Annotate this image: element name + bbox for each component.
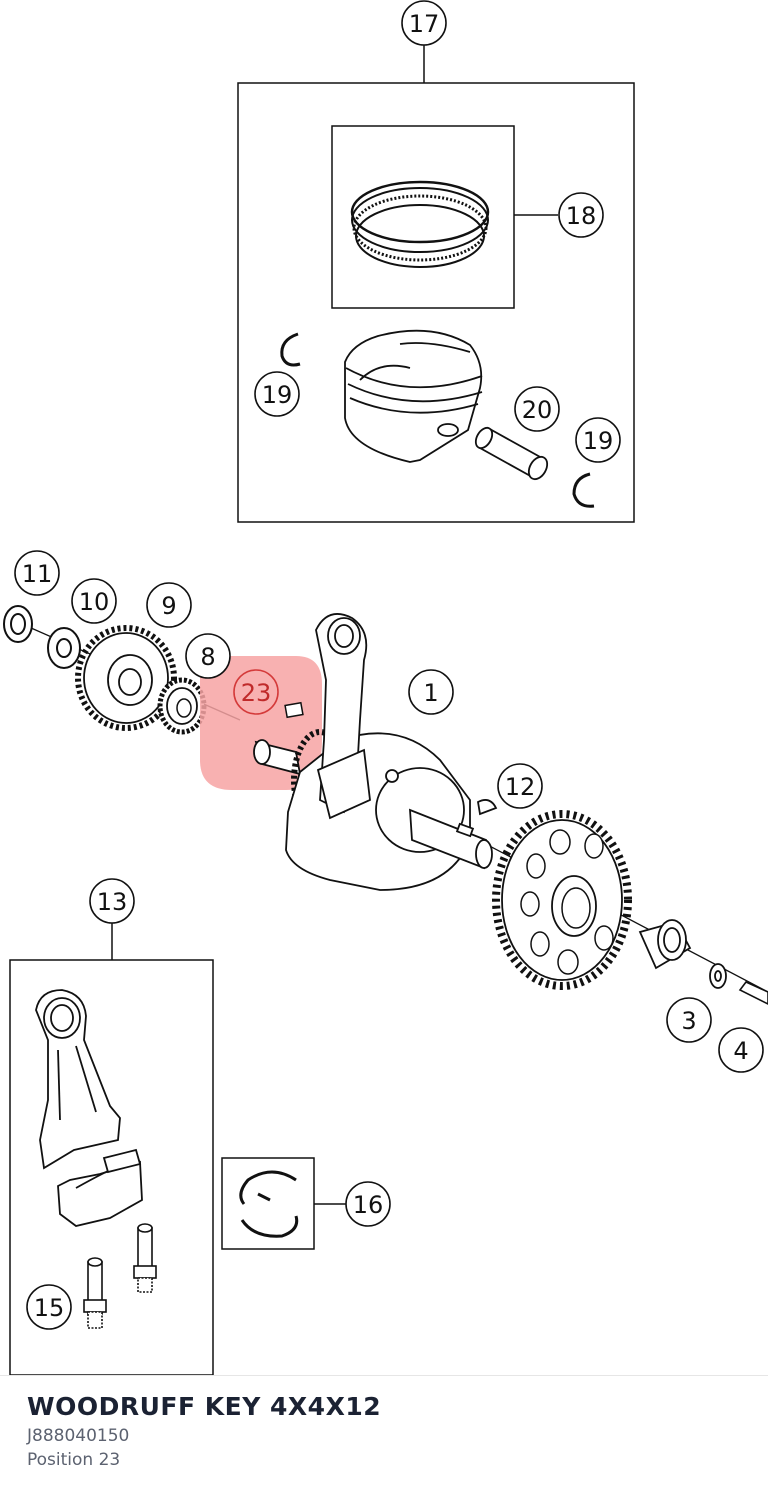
piston-group-box (237, 82, 635, 523)
svg-text:19: 19 (583, 427, 614, 455)
parts-diagram: 17 18 19 20 19 11 10 9 8 23 1 12 (3, 0, 768, 1375)
woodruff-key (284, 701, 304, 719)
part-name: WOODRUFF KEY 4X4X12 (27, 1392, 382, 1421)
woodruff-key-12 (477, 799, 498, 816)
part-number: J888040150 (27, 1426, 130, 1446)
washer-3 (709, 963, 727, 989)
callout-10[interactable]: 10 (71, 578, 117, 624)
svg-text:1: 1 (423, 679, 438, 707)
svg-text:20: 20 (522, 396, 553, 424)
needle-bearing (638, 919, 692, 970)
piston-ring-set (350, 180, 490, 268)
svg-text:19: 19 (262, 381, 293, 409)
connecting-rod-box (9, 959, 214, 1375)
callout-1[interactable]: 1 (408, 669, 454, 715)
pin-4 (738, 981, 768, 1005)
callout-17[interactable]: 17 (401, 0, 447, 46)
callout-8[interactable]: 8 (185, 633, 231, 679)
callout-3[interactable]: 3 (666, 997, 712, 1043)
callout-19-left[interactable]: 19 (254, 371, 300, 417)
callout-13[interactable]: 13 (89, 878, 135, 924)
connecting-rod (35, 989, 121, 1170)
rod-bolt-left (83, 1257, 107, 1329)
svg-text:13: 13 (97, 888, 128, 916)
callout-12[interactable]: 12 (497, 763, 543, 809)
svg-text:17: 17 (409, 10, 440, 38)
svg-text:12: 12 (505, 773, 536, 801)
callout-23[interactable]: 23 (233, 669, 279, 715)
svg-text:23: 23 (241, 679, 272, 707)
piston-pin (474, 426, 549, 481)
callout-9[interactable]: 9 (146, 582, 192, 628)
primary-drive-gear (75, 625, 177, 731)
piston (344, 329, 483, 463)
callout-19-right[interactable]: 19 (575, 417, 621, 463)
rod-bolt-right (133, 1223, 157, 1293)
circlip-left (280, 332, 301, 367)
timing-gear (157, 677, 207, 735)
piston-ring-box (331, 125, 515, 309)
crankshaft (253, 613, 493, 891)
svg-text:3: 3 (681, 1007, 696, 1035)
svg-text:9: 9 (161, 592, 176, 620)
svg-text:4: 4 (733, 1037, 748, 1065)
svg-text:15: 15 (34, 1294, 65, 1322)
svg-text:11: 11 (22, 560, 53, 588)
bearing-shell (239, 1170, 299, 1238)
shaft-seal (3, 605, 33, 643)
callout-20[interactable]: 20 (514, 386, 560, 432)
svg-text:16: 16 (353, 1191, 384, 1219)
thrust-washer (47, 627, 81, 669)
callout-11[interactable]: 11 (14, 550, 60, 596)
part-position: Position 23 (27, 1450, 121, 1470)
svg-text:18: 18 (566, 202, 597, 230)
callout-18[interactable]: 18 (558, 192, 604, 238)
callout-15[interactable]: 15 (26, 1284, 72, 1330)
callout-4[interactable]: 4 (718, 1027, 764, 1073)
callout-16[interactable]: 16 (345, 1181, 391, 1227)
part-info-panel: WOODRUFF KEY 4X4X12 J888040150 Position … (0, 1375, 768, 1492)
starter-gear (492, 810, 632, 990)
rod-cap (57, 1148, 143, 1227)
circlip-right (572, 472, 595, 508)
svg-text:10: 10 (79, 588, 110, 616)
svg-text:8: 8 (200, 643, 215, 671)
